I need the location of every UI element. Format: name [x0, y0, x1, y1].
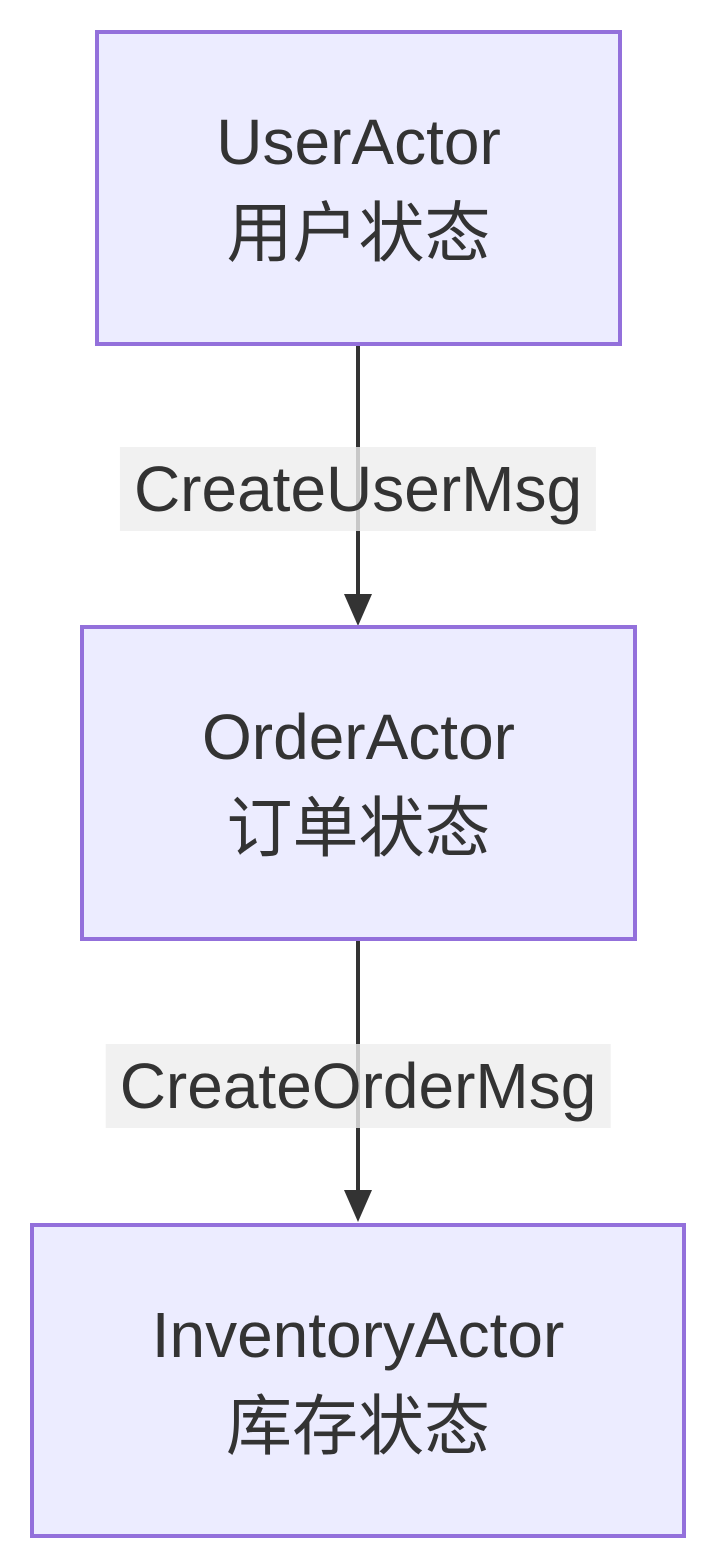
edge-label-create-user-msg: CreateUserMsg: [119, 447, 597, 531]
arrowhead-icon: [344, 594, 372, 626]
arrowhead-icon: [344, 1190, 372, 1222]
node-user-actor: UserActor 用户状态: [95, 30, 622, 346]
node-inventory-actor-title: InventoryActor: [151, 1298, 565, 1371]
node-user-actor-title: UserActor: [216, 106, 501, 178]
node-order-actor-subtitle: 订单状态: [226, 791, 491, 865]
node-order-actor-title: OrderActor: [202, 701, 515, 773]
node-order-actor: OrderActor 订单状态: [80, 625, 637, 941]
node-user-actor-subtitle: 用户状态: [226, 196, 491, 270]
edge-label-create-order-msg: CreateOrderMsg: [105, 1044, 611, 1128]
node-inventory-actor-subtitle: 库存状态: [226, 1388, 490, 1463]
node-inventory-actor: InventoryActor 库存状态: [30, 1223, 686, 1538]
